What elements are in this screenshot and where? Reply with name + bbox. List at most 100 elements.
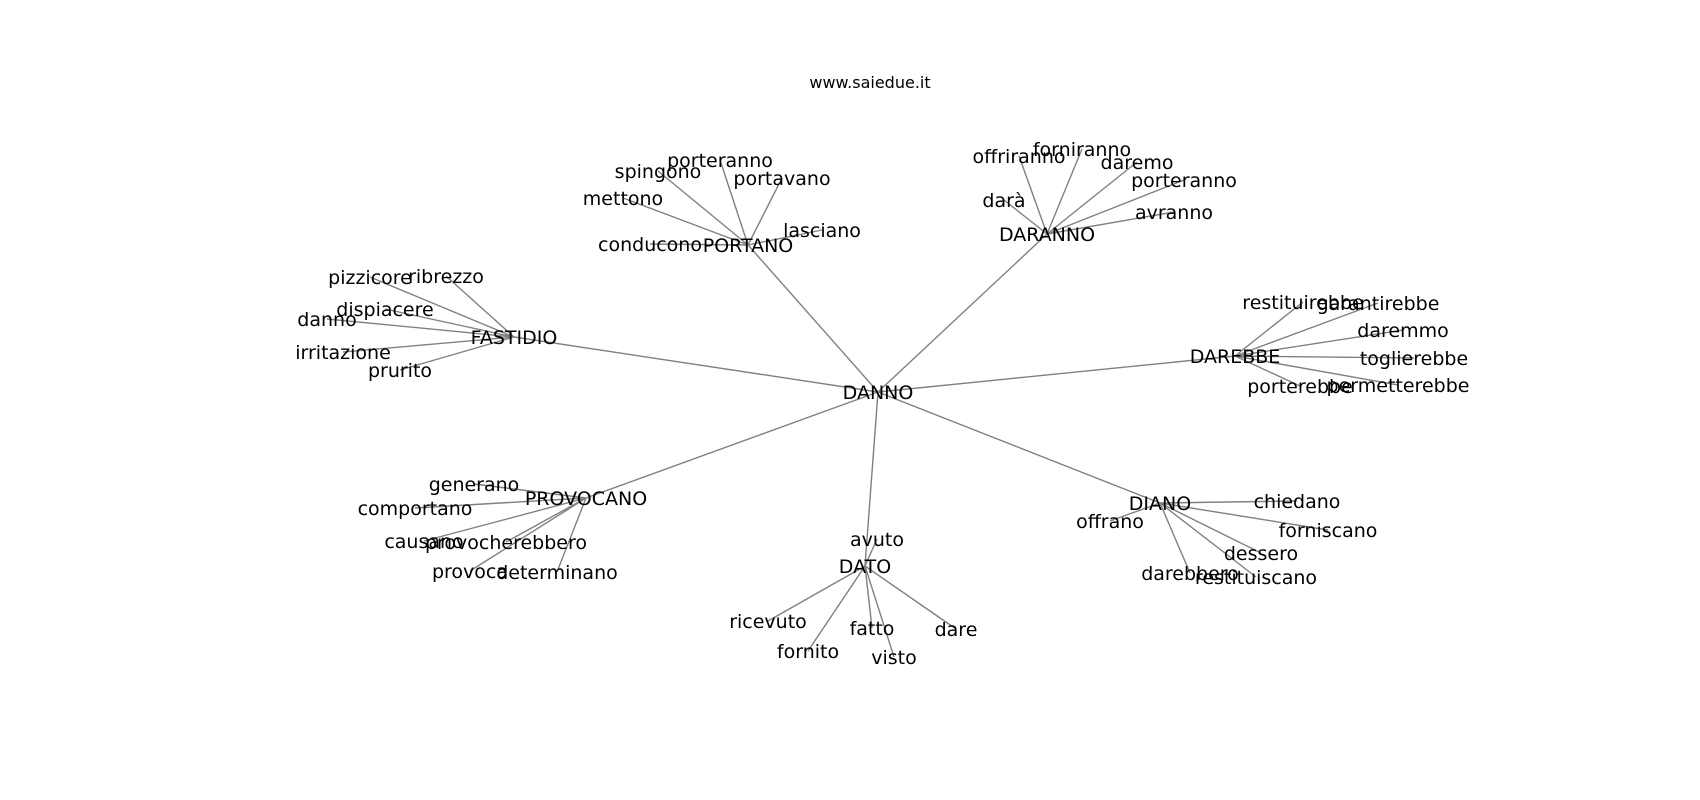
hub-node-daranno: DARANNO (999, 224, 1095, 246)
edge-portano-leaf-5 (649, 243, 749, 246)
leaf-node-daranno-5: avranno (1135, 202, 1213, 224)
edge-portano-leaf-0 (719, 159, 749, 246)
leaf-node-provocano-4: provoca (432, 561, 508, 583)
edge-fastidio-leaf-4 (342, 336, 515, 353)
leaf-node-fastidio-5: prurito (368, 360, 432, 382)
edge-fastidio-leaf-5 (399, 336, 515, 371)
leaf-node-provocano-3: provocherebbero (425, 532, 587, 554)
leaf-node-provocano-2: causano (384, 531, 463, 553)
leaf-node-fastidio-2: dispiacere (336, 299, 433, 321)
leaf-node-daranno-1: offriranno (973, 146, 1066, 168)
edges-layer (326, 148, 1415, 658)
leaf-node-portano-4: lasciano (783, 220, 861, 242)
edge-fastidio-leaf-0 (369, 276, 515, 338)
edge-provocano-leaf-1 (414, 497, 587, 509)
edge-dato-leaf-0 (864, 538, 878, 567)
leaf-node-portano-0: porteranno (667, 150, 773, 172)
edge-portano-leaf-1 (657, 170, 749, 246)
leaf-node-daranno-3: porteranno (1131, 170, 1237, 192)
hub-node-darebbe: DAREBBE (1190, 346, 1281, 368)
edge-portano-leaf-2 (747, 177, 783, 246)
leaf-node-diano-3: dessero (1224, 543, 1298, 565)
leaf-node-provocano-1: comportano (358, 498, 473, 520)
edge-diano-leaf-4 (1159, 502, 1191, 574)
leaf-node-diano-1: offrano (1076, 511, 1144, 533)
edge-diano-leaf-0 (1159, 500, 1298, 504)
edge-center-to-dato (864, 391, 879, 567)
edge-daranno-leaf-3 (1046, 179, 1185, 235)
edge-provocano-leaf-3 (505, 497, 587, 543)
leaf-node-darebbe-1: garantirebbe (1317, 293, 1440, 315)
edge-dato-leaf-2 (864, 565, 873, 629)
edge-provocano-leaf-4 (469, 497, 587, 572)
edge-portano-leaf-4 (747, 229, 823, 246)
leaf-node-darebbe-0: restituirebbe (1242, 292, 1363, 314)
edge-darebbe-leaf-0 (1234, 301, 1304, 357)
edge-fastidio-leaf-3 (326, 318, 515, 338)
edge-darebbe-leaf-3 (1234, 355, 1415, 359)
leaf-node-dato-3: dare (935, 619, 978, 641)
edge-daranno-leaf-5 (1046, 211, 1175, 235)
edge-center-to-darebbe (877, 355, 1236, 393)
leaf-node-fastidio-0: pizzicore (328, 267, 412, 289)
edge-daranno-leaf-0 (1046, 148, 1083, 235)
edge-portano-leaf-3 (622, 197, 749, 246)
leaf-node-provocano-0: generano (429, 474, 520, 496)
leaf-node-darebbe-5: permetterebbe (1327, 375, 1470, 397)
leaf-node-fastidio-1: ribrezzo (408, 266, 484, 288)
edge-darebbe-leaf-5 (1234, 355, 1399, 386)
leaf-node-provocano-5: determinano (496, 562, 618, 584)
edge-provocano-leaf-5 (556, 497, 587, 573)
edge-center-to-provocano (585, 391, 879, 499)
edge-dato-leaf-1 (767, 565, 866, 622)
leaf-node-daranno-0: forniranno (1033, 139, 1131, 161)
edge-fastidio-leaf-2 (384, 308, 515, 338)
edge-center-to-daranno (877, 233, 1048, 393)
leaf-node-diano-0: chiedano (1254, 491, 1341, 513)
edge-center-to-diano (877, 391, 1161, 504)
leaf-node-dato-5: visto (871, 647, 917, 669)
edge-dato-leaf-4 (807, 565, 866, 652)
leaf-node-darebbe-3: toglierebbe (1360, 348, 1468, 370)
edge-dato-leaf-5 (864, 565, 895, 658)
edge-darebbe-leaf-2 (1234, 329, 1404, 357)
leaf-node-portano-5: conducono (598, 234, 702, 256)
leaf-node-portano-3: mettono (583, 188, 663, 210)
leaf-node-dato-4: fornito (777, 641, 839, 663)
edge-diano-leaf-1 (1109, 502, 1161, 522)
hub-node-diano: DIANO (1129, 493, 1191, 515)
edge-darebbe-leaf-4 (1234, 355, 1301, 387)
edge-dato-leaf-3 (864, 565, 957, 630)
leaf-node-portano-2: portavano (733, 168, 830, 190)
edge-diano-leaf-5 (1159, 502, 1257, 578)
site-caption: www.saiedue.it (809, 73, 930, 92)
center-node: DANNO (843, 382, 914, 404)
hub-node-fastidio: FASTIDIO (471, 327, 558, 349)
edge-daranno-leaf-4 (1003, 199, 1048, 235)
edge-center-to-portano (747, 244, 879, 393)
edge-daranno-leaf-1 (1018, 155, 1048, 235)
leaf-node-diano-5: restituiscano (1195, 567, 1317, 589)
leaf-node-fastidio-3: danno (297, 309, 356, 331)
leaf-node-diano-2: forniscano (1279, 520, 1378, 542)
leaf-node-darebbe-2: daremmo (1357, 320, 1448, 342)
edge-diano-leaf-3 (1159, 502, 1262, 554)
edge-center-to-fastidio (513, 336, 879, 393)
edge-darebbe-leaf-1 (1234, 302, 1379, 357)
leaf-node-fastidio-4: irritazione (295, 342, 391, 364)
leaf-node-dato-1: ricevuto (729, 611, 807, 633)
leaf-node-daranno-2: daremo (1101, 152, 1174, 174)
hub-node-portano: PORTANO (703, 235, 794, 257)
edge-fastidio-leaf-1 (445, 275, 515, 338)
leaf-node-darebbe-4: porterebbe (1247, 376, 1353, 398)
leaf-node-dato-2: fatto (850, 618, 895, 640)
hub-node-provocano: PROVOCANO (525, 488, 647, 510)
edge-provocano-leaf-0 (473, 483, 587, 499)
leaf-node-dato-0: avuto (850, 529, 904, 551)
edge-provocano-leaf-2 (423, 497, 587, 542)
leaf-node-daranno-4: darà (982, 190, 1025, 212)
leaf-node-diano-4: darebbero (1141, 563, 1239, 585)
leaf-node-portano-1: spingono (615, 161, 702, 183)
